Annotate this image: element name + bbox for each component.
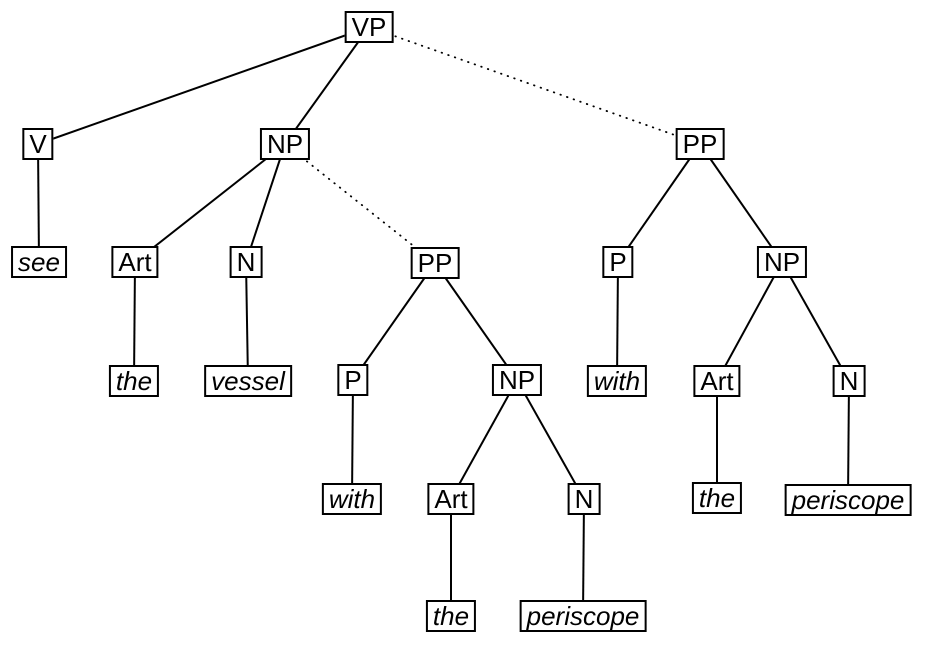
node-see: see	[11, 246, 67, 278]
node-art-object: Art	[111, 246, 159, 278]
edge-np3-n3	[781, 261, 850, 382]
node-the-middle: the	[425, 600, 477, 632]
edge-np1-pp2	[284, 143, 436, 264]
node-the-right: the	[691, 482, 743, 514]
node-periscope-right: periscope	[784, 484, 912, 516]
node-with-middle: with	[321, 483, 383, 515]
edge-np1-n1	[245, 143, 286, 263]
edge-np2-n2	[516, 379, 585, 500]
edge-np1-art1	[134, 143, 286, 263]
node-n-object: N	[229, 246, 263, 278]
edge-vp-pp3	[368, 26, 701, 145]
edge-pp3-p3	[617, 143, 701, 263]
node-with-right: with	[586, 365, 648, 397]
node-periscope-middle: periscope	[519, 600, 647, 632]
edge-np2-art2	[450, 379, 518, 500]
node-the-object: the	[108, 365, 160, 397]
node-n-middle: N	[567, 483, 601, 515]
node-np-object: NP	[259, 128, 311, 160]
edge-n1-vessel	[245, 261, 249, 382]
edge-vp-v	[37, 26, 370, 145]
edge-n3-periscope3	[847, 380, 850, 501]
node-pp-vp-attached: PP	[675, 128, 725, 160]
node-vp: VP	[344, 11, 394, 43]
edge-pp3-np3	[699, 143, 783, 263]
edge-p2-with2	[351, 379, 354, 500]
node-p-middle: P	[337, 364, 369, 396]
node-np-right: NP	[756, 246, 808, 278]
node-n-right: N	[832, 365, 866, 397]
edge-pp2-p2	[352, 262, 436, 381]
node-vessel: vessel	[204, 365, 292, 397]
edge-vp-np1	[284, 26, 370, 145]
edge-v-see	[37, 143, 40, 263]
edge-p3-with3	[616, 261, 619, 382]
node-pp-np-attached: PP	[410, 247, 460, 279]
node-np-middle: NP	[491, 364, 543, 396]
node-art-middle: Art	[427, 483, 475, 515]
node-p-right: P	[602, 246, 634, 278]
node-v: V	[22, 128, 54, 160]
edge-n2-periscope2	[582, 498, 585, 617]
node-art-right: Art	[693, 365, 741, 397]
edge-pp2-np2	[434, 262, 518, 381]
edge-art1-the1	[133, 261, 136, 382]
edge-np3-art3	[716, 261, 783, 382]
